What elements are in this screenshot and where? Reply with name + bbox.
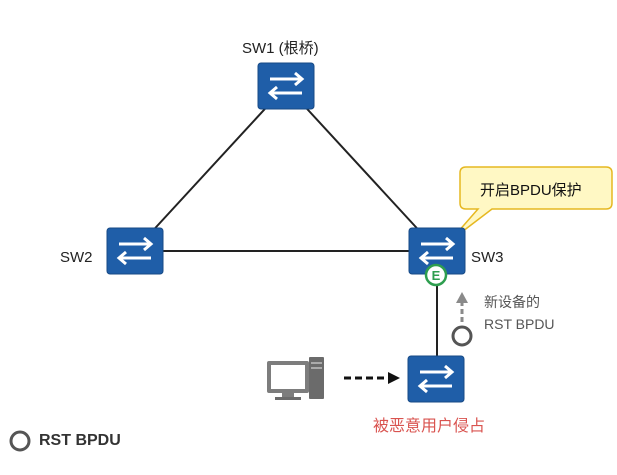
sw2-label: SW2 — [60, 249, 93, 266]
sw1-label: SW1 (根桥) — [242, 40, 319, 57]
link-sw1-sw2 — [134, 85, 287, 251]
attack-arrow-icon — [344, 372, 400, 384]
callout-text: 开启BPDU保护 — [480, 182, 582, 199]
switch-sw3-icon[interactable] — [408, 227, 466, 275]
new-device-bpdu-line2: RST BPDU — [484, 316, 555, 332]
bpdu-circle-icon — [451, 325, 473, 347]
sw3-label: SW3 — [471, 249, 504, 266]
computer-icon — [267, 357, 324, 400]
switch-rogue-icon[interactable] — [407, 355, 465, 403]
new-device-bpdu-line1: 新设备的 — [484, 294, 540, 310]
bpdu-up-arrow-icon — [456, 292, 468, 322]
legend-bpdu-circle-icon — [9, 430, 31, 452]
legend-label: RST BPDU — [39, 432, 121, 449]
switch-sw1-icon[interactable] — [257, 62, 315, 110]
link-sw1-sw3 — [285, 85, 438, 251]
rogue-switch-label: 被恶意用户侵占 — [373, 418, 486, 435]
switch-sw2-icon[interactable] — [106, 227, 164, 275]
edge-port-badge: E — [424, 263, 448, 287]
callout-balloon — [449, 166, 613, 242]
edge-port-letter: E — [432, 268, 441, 283]
